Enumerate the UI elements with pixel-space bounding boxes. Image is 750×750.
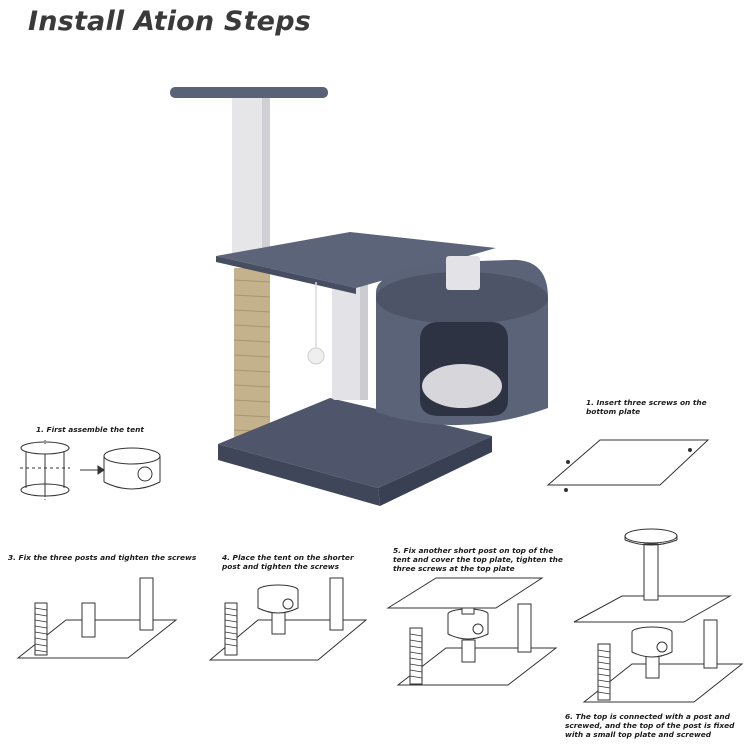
step-4-diagram [208, 577, 368, 661]
condo-top-post [446, 256, 480, 290]
short-white-post [332, 282, 368, 400]
middle-plate [216, 232, 496, 288]
step-5-diagram [386, 577, 558, 686]
step-1-caption: 1. First assemble the tent [36, 425, 144, 434]
step-1-diagram [20, 440, 161, 502]
step-4-caption: 4. Place the tent on the shorter post an… [222, 553, 354, 571]
page-title: Install Ation Steps [28, 6, 311, 37]
step-2-caption: 1. Insert three screws on the bottom pla… [586, 398, 707, 416]
step-3-diagram [16, 577, 178, 659]
step-3-caption: 3. Fix the three posts and tighten the s… [8, 553, 197, 562]
step-6-caption: 6. The top is connected with a post and … [565, 712, 735, 739]
step-5-caption: 5. Fix another short post on top of the … [393, 546, 563, 573]
step-2-diagram [546, 439, 710, 492]
hanging-ball-toy [307, 347, 325, 365]
step-6-diagram [573, 528, 744, 703]
top-perch [170, 87, 328, 98]
cat-tree-photo [170, 87, 548, 506]
